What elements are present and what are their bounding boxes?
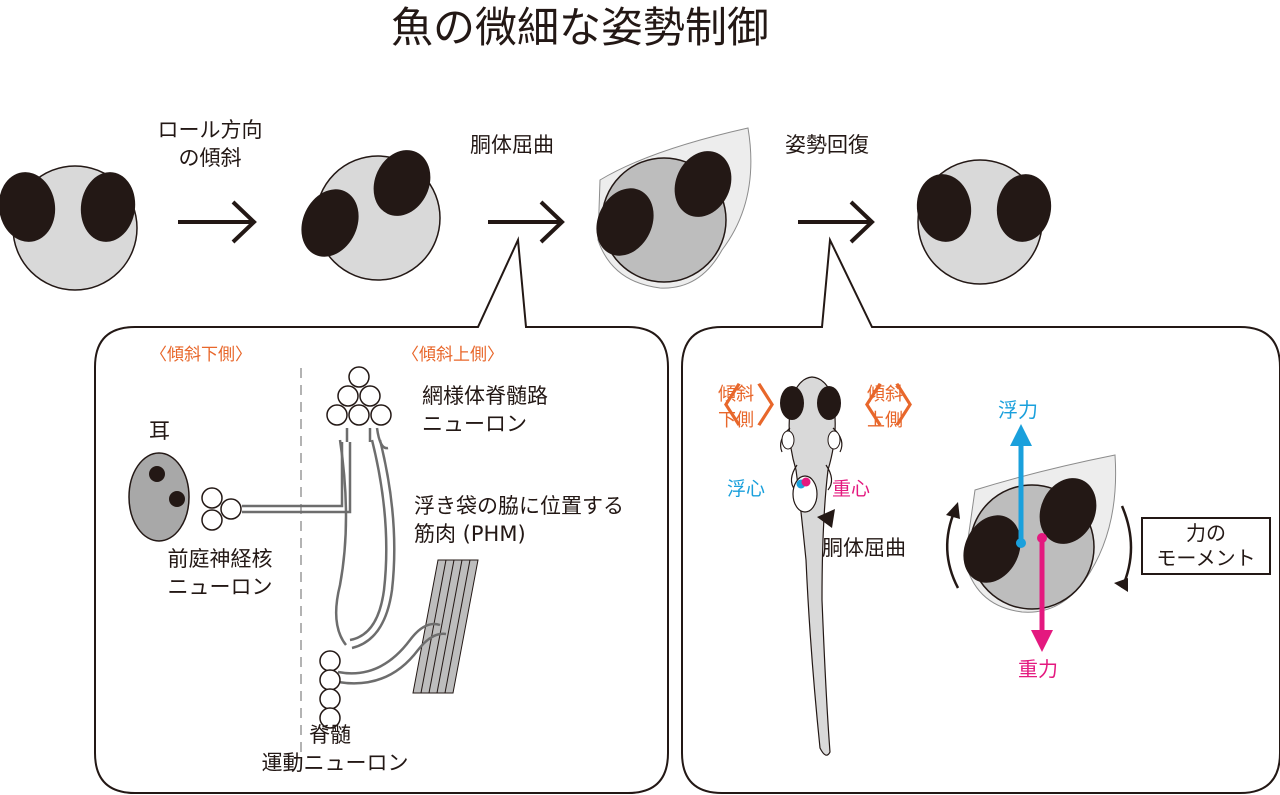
right-lower-side-line2: 下側 [718,410,754,431]
arrow-roll [178,200,257,244]
reticulospinal-neurons [326,366,392,426]
step1-label-line2: の傾斜 [178,146,242,170]
gravity-label: 重力 [1018,657,1058,681]
lower-bracket-left: 〈 [697,379,743,433]
left-upper-side-label: 〈傾斜上側〉 [402,345,504,365]
spinal-motor-neurons [319,650,341,729]
right-lower-side-line1: 傾斜 [718,384,754,405]
vestibular-label-line2: ニューロン [167,575,273,599]
gravity-arrow [1031,533,1053,652]
buoyancy-center-label: 浮心 [727,478,766,500]
fish-upright-1 [0,165,138,291]
reticulospinal-axons [334,427,396,650]
lower-bracket-right: 〉 [755,379,801,433]
buoyancy-label: 浮力 [998,398,1038,422]
phm-label-line2: 筋肉 (PHM) [414,522,526,546]
page-title: 魚の微細な姿勢制御 [390,3,769,52]
step1-label-line1: ロール方向 [157,118,263,142]
reticulospinal-label-line2: ニューロン [422,412,527,436]
vestibular-neurons [201,487,242,531]
rotation-arrows [946,502,1133,592]
step3-label: 姿勢回復 [785,133,869,157]
spinal-label-line2: 運動ニューロン [261,751,409,775]
phm-muscle [412,559,479,694]
right-upper-side-line1: 傾斜 [867,384,903,405]
right-upper-side-line2: 上側 [867,410,903,431]
larva-top-view [780,376,843,756]
ear-label: 耳 [149,419,170,443]
spinal-label-line1: 脊髄 [309,723,351,747]
fish-tilted [301,150,441,281]
upper-bracket-left: 〈 [838,379,884,433]
step2-label: 胴体屈曲 [470,133,554,157]
arrow-bend [488,200,565,244]
reticulospinal-label-line1: 網様体脊髄路 [422,384,548,408]
body-bend-label: 胴体屈曲 [822,536,906,560]
left-callout-frame [94,236,669,794]
fish-bent [596,127,752,289]
fish-upright-2 [916,159,1052,285]
moment-label-line1: 力の [1186,521,1226,545]
moment-label-box: 力の モーメント [1141,517,1271,575]
arrow-recover [798,200,875,244]
phm-label-line1: 浮き袋の脇に位置する [414,494,624,518]
ear-illustration [128,452,190,542]
left-lower-side-label: 〈傾斜下側〉 [150,345,252,365]
gravity-center-label: 重心 [832,478,871,500]
motor-axons [337,622,447,685]
vestibular-label-line1: 前庭神経核 [167,547,273,571]
upper-bracket-right: 〉 [893,379,939,433]
moment-label-line2: モーメント [1156,546,1256,570]
buoyancy-arrow [1010,424,1032,548]
